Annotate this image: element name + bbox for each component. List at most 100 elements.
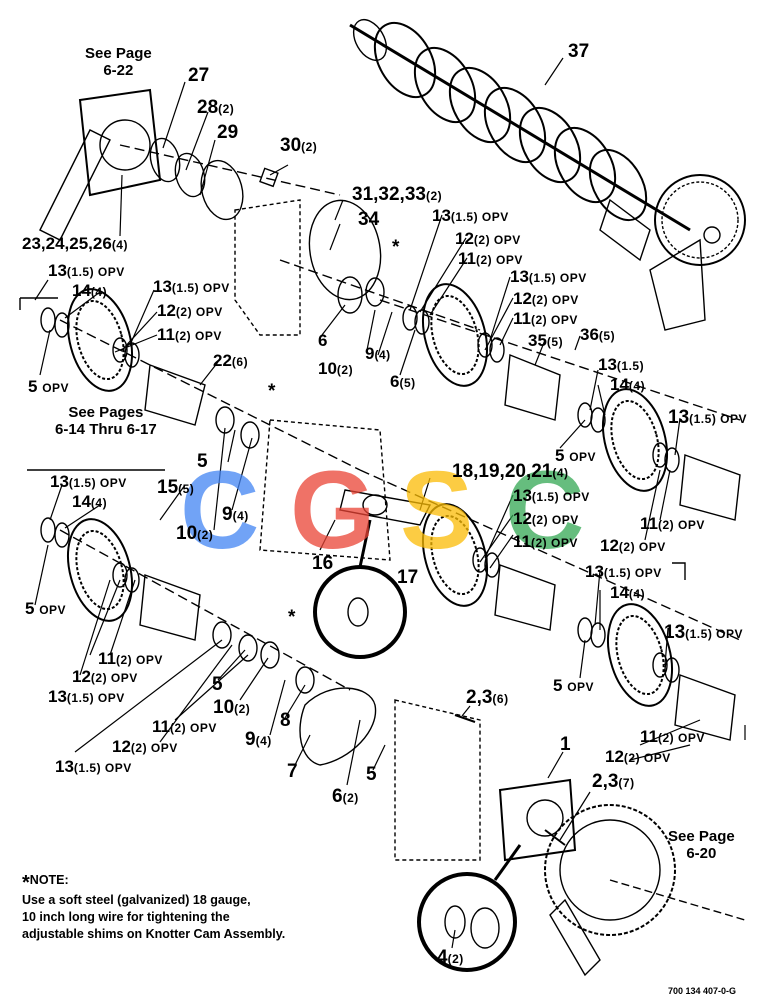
bearing-bracket <box>498 778 577 862</box>
qty: (2) OPV <box>115 653 163 667</box>
qty: (1.5) OPV <box>603 566 662 580</box>
label-36: 36(5) <box>580 326 615 343</box>
qty: (1.5) OPV <box>528 271 587 285</box>
label-5-f: 5 <box>212 674 223 695</box>
qty: (4) <box>90 496 108 510</box>
label-9-b: 9(4) <box>222 505 249 524</box>
label-15: 15(5) <box>157 478 194 497</box>
label-22: 22(6) <box>213 352 248 369</box>
label-37: 37 <box>568 41 590 62</box>
qty: (4) <box>232 509 249 523</box>
label-13-b: 13(1.5) OPV <box>153 278 230 295</box>
cam-plate <box>299 687 377 766</box>
label-23-26: 23,24,25,26(4) <box>22 235 128 252</box>
label-11-b: 11(2) OPV <box>157 326 222 343</box>
qty: (1.5) <box>616 359 645 373</box>
label-13-f: 13(1.5) OPV <box>513 487 590 504</box>
label-10-c: 10(2) <box>213 698 250 717</box>
label-12-j: 12(2) OPV <box>72 668 138 685</box>
num: 13 <box>513 486 532 505</box>
num: 13 <box>432 206 451 225</box>
see-ref-line2: 6-20 <box>686 845 717 862</box>
label-11-g: 11(2) OPV <box>640 515 705 532</box>
num: 2,3 <box>592 771 619 792</box>
qty: (2) OPV <box>531 293 579 307</box>
label-30: 30(2) <box>280 136 317 155</box>
num: 14 <box>72 281 91 300</box>
note-heading: NOTE: <box>29 873 69 887</box>
label-5-c: 5 <box>197 451 208 472</box>
label-35: 35(5) <box>528 332 563 349</box>
left-frame-assembly <box>39 88 341 241</box>
label-6-b: 6(5) <box>390 373 416 390</box>
label-5-b: 5 OPV <box>555 447 596 464</box>
label-28: 28(2) <box>197 98 234 117</box>
qty: (4) <box>374 348 391 362</box>
num: 18,19,20,21 <box>452 461 553 482</box>
label-18-21: 18,19,20,21(4) <box>452 462 569 481</box>
num: 12 <box>157 301 176 320</box>
qty: (2) OPV <box>623 751 671 765</box>
num: 13 <box>664 622 686 643</box>
qty: (5) <box>598 329 616 343</box>
label-34: 34 <box>358 209 380 230</box>
watermark-c1: C <box>180 449 259 572</box>
qty: OPV <box>567 680 595 694</box>
num: 12 <box>455 229 474 248</box>
qty: (2) OPV <box>618 540 666 554</box>
qty: (1.5) OPV <box>66 265 125 279</box>
qty: (6) <box>231 355 249 369</box>
num: 11 <box>157 325 175 344</box>
qty: OPV <box>569 450 597 464</box>
note-star-2: * <box>268 381 276 402</box>
qty: (4) <box>552 466 569 480</box>
num: 6 <box>332 786 343 807</box>
note-line-1: Use a soft steel (galvanized) 18 gauge, <box>22 893 251 907</box>
note-star-1: * <box>392 237 400 258</box>
qty: (2) <box>336 363 354 377</box>
num: 5 <box>553 676 563 695</box>
label-12-b: 12(2) OPV <box>157 302 223 319</box>
num: 13 <box>50 472 69 491</box>
num: 2,3 <box>466 687 493 708</box>
qty: (1.5) OPV <box>66 691 125 705</box>
label-11-j: 11(2) OPV <box>98 650 163 667</box>
label-13-h: 13(1.5) OPV <box>585 563 662 580</box>
qty: (2) OPV <box>90 671 138 685</box>
num: 11 <box>458 249 476 268</box>
see-ref-line1: See Page <box>668 828 735 845</box>
num: 6 <box>390 372 400 391</box>
qty: (2) OPV <box>531 513 579 527</box>
label-23-qty: (4) <box>111 238 128 252</box>
label-10-a: 10(2) <box>318 360 353 377</box>
label-7: 7 <box>287 761 298 782</box>
num: 4 <box>437 947 448 968</box>
qty: (2) OPV <box>175 305 223 319</box>
qty: (5) <box>546 335 564 349</box>
num: 13 <box>153 277 172 296</box>
label-12-n: 12(2) OPV <box>605 748 671 765</box>
num: 10 <box>213 697 235 718</box>
label-6-c: 6(2) <box>332 787 359 806</box>
label-13-k: 13(1.5) OPV <box>664 623 743 642</box>
note-star-3: * <box>288 607 296 628</box>
num: 22 <box>213 351 232 370</box>
label-11-c: 11(2) OPV <box>513 310 578 327</box>
detail-circle-4 <box>417 872 517 972</box>
label-13-left: 13(1.5) OPV <box>48 262 125 279</box>
label-10-b: 10(2) <box>176 524 213 543</box>
label-12-m: 12(2) OPV <box>112 738 178 755</box>
qty: (1.5) OPV <box>685 627 743 641</box>
num: 5 <box>25 599 35 618</box>
num: 14 <box>610 375 629 394</box>
label-14-i: 14(4) <box>72 493 107 510</box>
num: 36 <box>580 325 599 344</box>
num: 12 <box>72 667 91 686</box>
label-2-3-a: 2,3(6) <box>466 688 509 707</box>
qty: (4) <box>628 379 646 393</box>
qty: (1.5) OPV <box>73 761 132 775</box>
qty: (2) OPV <box>174 329 222 343</box>
